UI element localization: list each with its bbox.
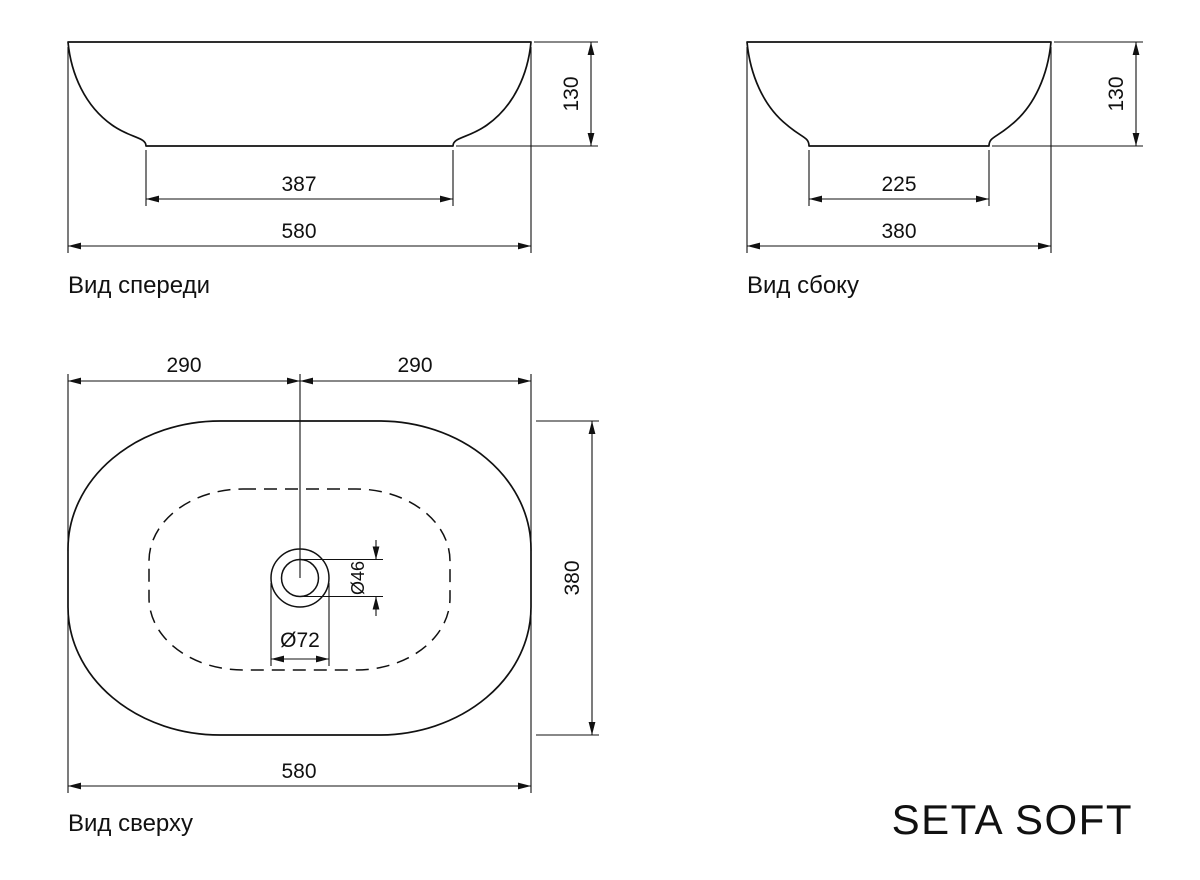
front-view: 387 580 130 Вид спереди xyxy=(67,41,598,299)
dim-side-overall-width: 380 xyxy=(881,220,916,243)
dim-drain-inner-diameter: Ø46 xyxy=(348,561,368,595)
dim-top-right-half: 290 xyxy=(397,354,432,377)
dim-front-overall-width: 580 xyxy=(281,220,316,243)
dim-drain-outer-diameter: Ø72 xyxy=(280,629,320,652)
side-view-label: Вид сбоку xyxy=(747,272,859,299)
dim-side-bottom-width: 225 xyxy=(881,173,916,196)
front-dim-overall-width: 580 xyxy=(67,47,532,253)
drain-outer-circle xyxy=(270,548,330,608)
front-basin-outline xyxy=(67,41,532,147)
side-dim-bottom-width: 225 xyxy=(808,150,990,206)
top-dim-drain-outer: Ø72 xyxy=(270,583,330,666)
top-dim-depth: 380 xyxy=(536,420,599,736)
top-dim-half-widths: 290 290 xyxy=(67,354,532,551)
drain-inner-circle xyxy=(280,558,320,598)
dim-top-left-half: 290 xyxy=(166,354,201,377)
dim-front-bottom-width: 387 xyxy=(281,173,316,196)
top-dim-overall-width: 580 xyxy=(67,610,532,793)
dim-top-depth: 380 xyxy=(561,560,584,595)
top-view: 290 290 380 580 Ø46 Ø72 В xyxy=(67,354,599,837)
front-dim-bottom-width: 387 xyxy=(145,150,454,206)
product-name: SETA SOFT xyxy=(892,796,1133,843)
front-dim-height: 130 xyxy=(456,41,598,147)
dim-top-overall-width: 580 xyxy=(281,760,316,783)
dim-side-height: 130 xyxy=(1105,76,1128,111)
top-dim-drain-inner: Ø46 xyxy=(302,540,383,616)
side-dim-height: 130 xyxy=(992,41,1143,147)
side-view: 225 380 130 Вид сбоку xyxy=(746,41,1143,299)
side-dim-overall-width: 380 xyxy=(746,47,1052,253)
side-basin-outline xyxy=(746,41,1052,147)
dim-front-height: 130 xyxy=(560,76,583,111)
top-bowl-hidden-outline xyxy=(148,488,451,671)
top-view-label: Вид сверху xyxy=(68,810,193,837)
front-view-label: Вид спереди xyxy=(68,272,210,299)
